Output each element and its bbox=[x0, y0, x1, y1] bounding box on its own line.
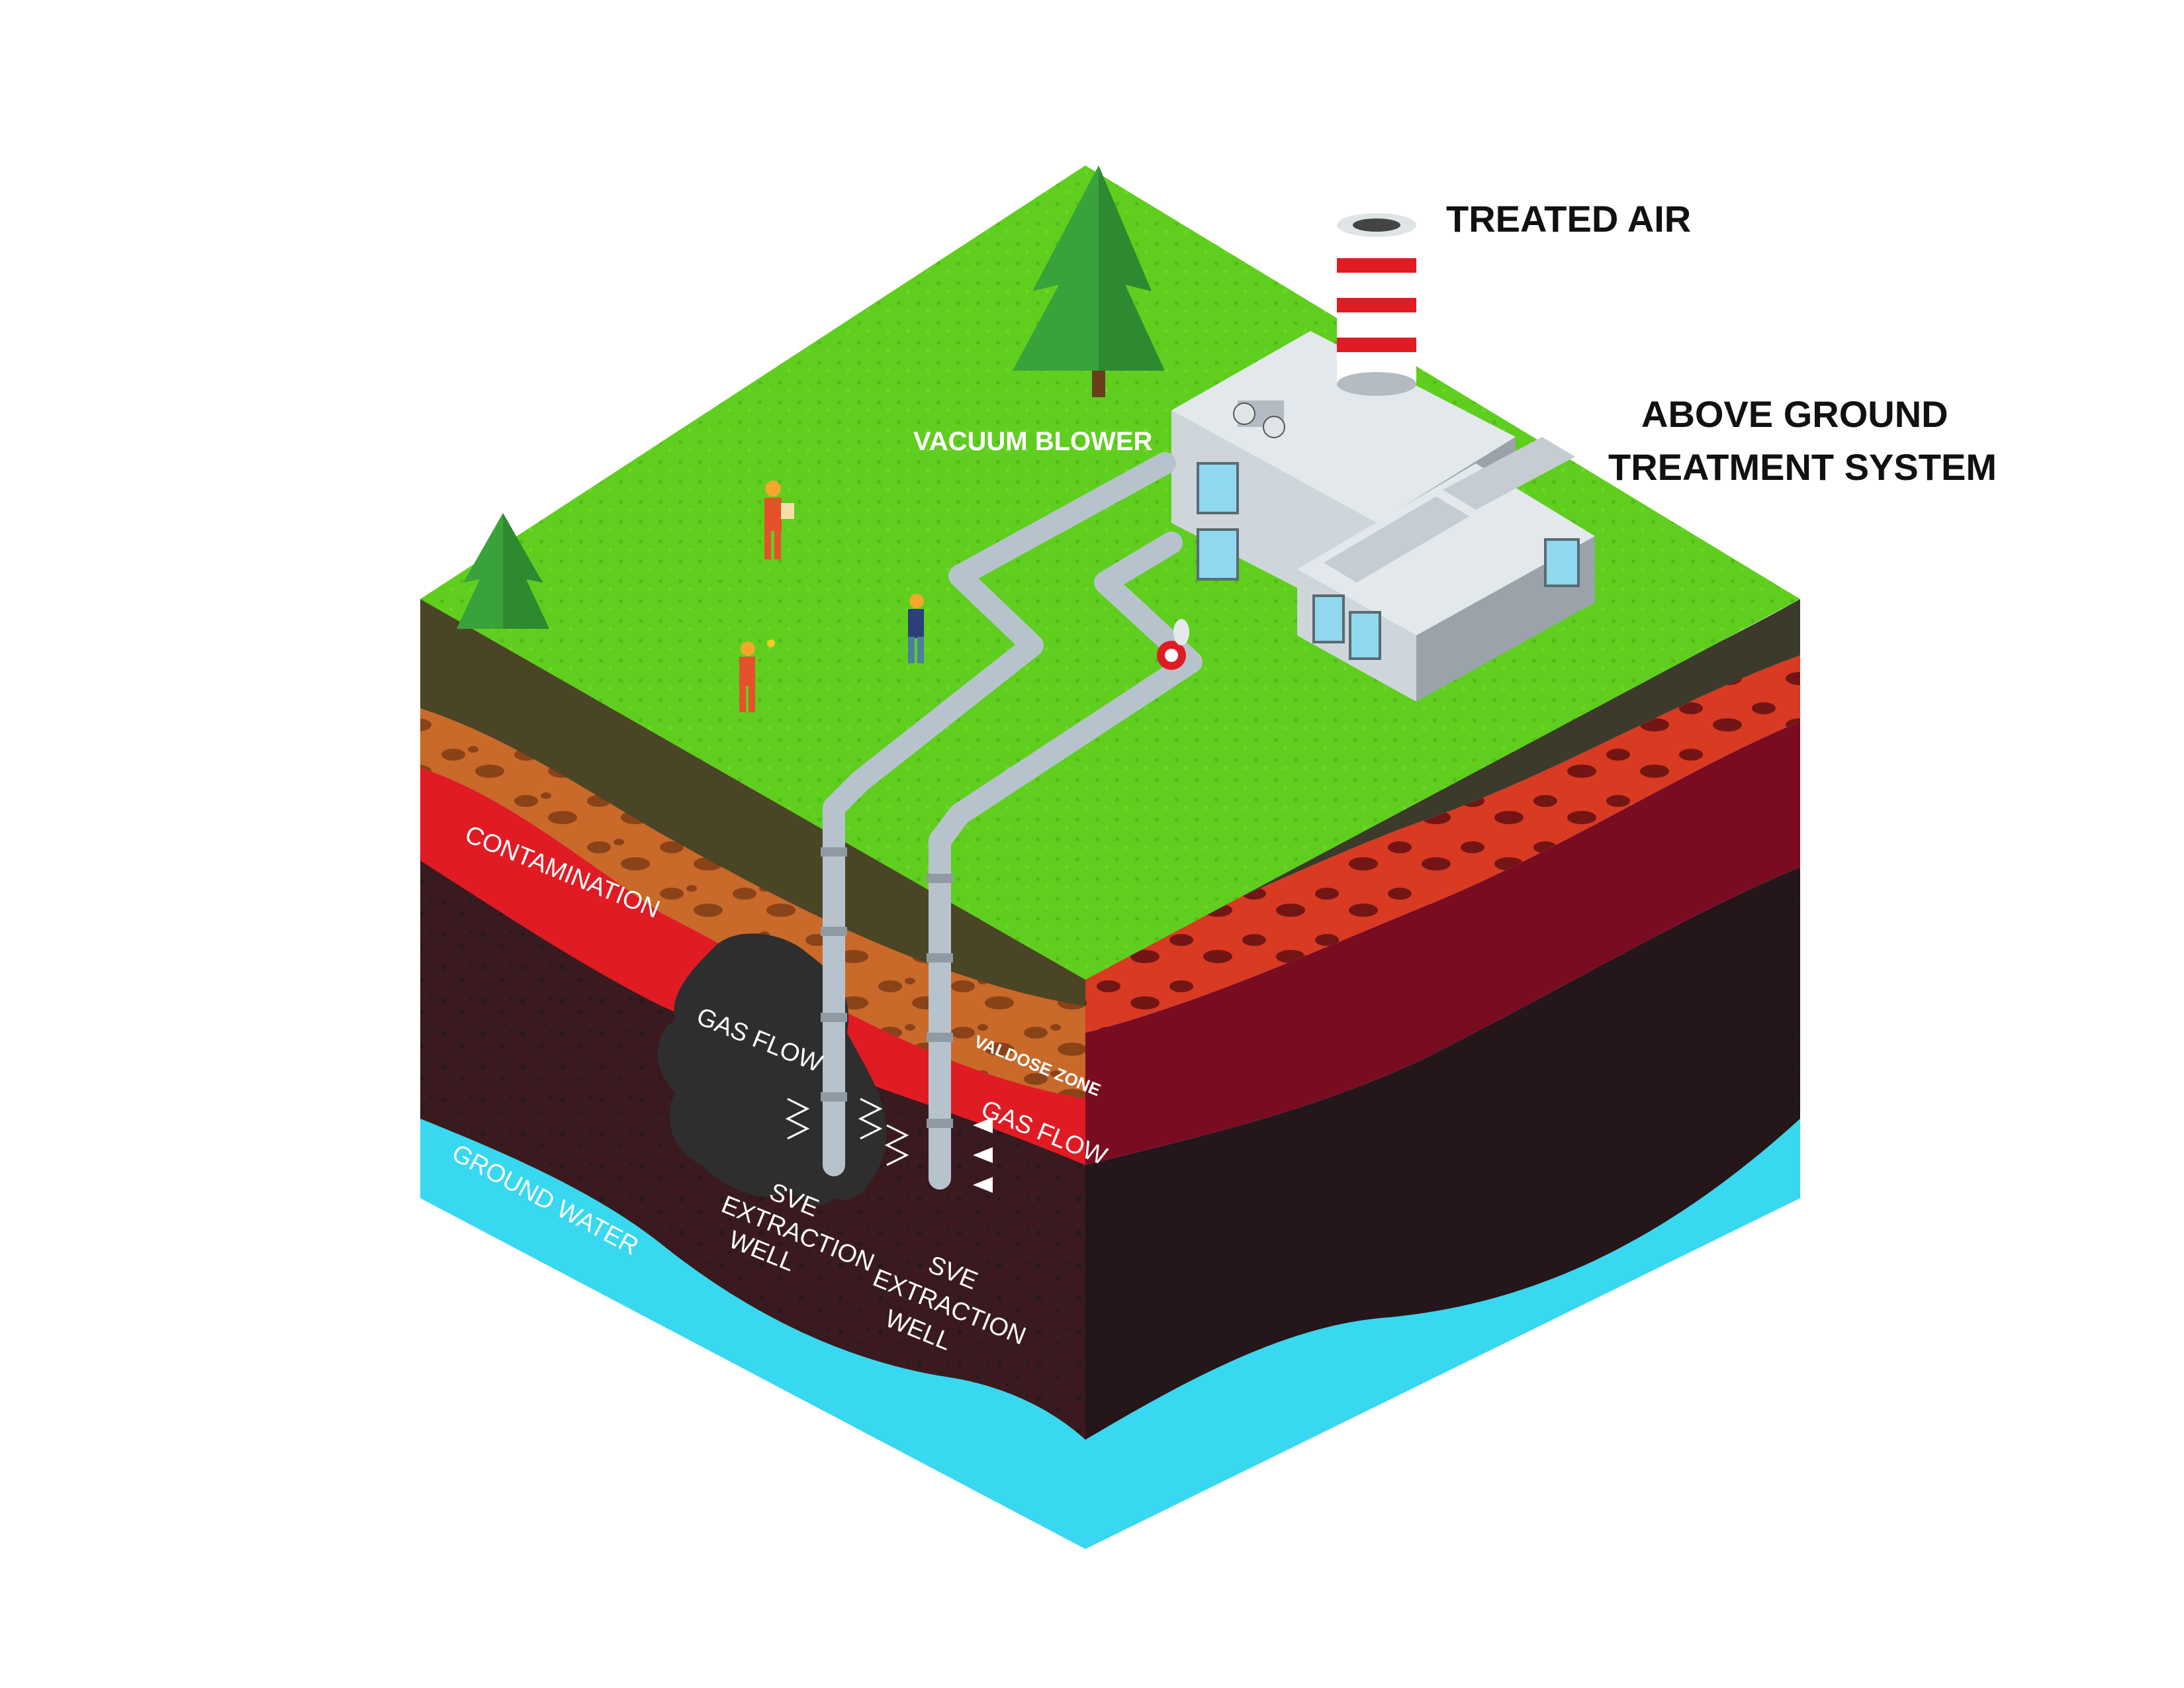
tree-small bbox=[457, 513, 549, 629]
pipe-left bbox=[823, 452, 1176, 1176]
dark-red-layer-right bbox=[1085, 722, 1800, 1165]
label-vacuum-blower: VACUUM BLOWER bbox=[913, 427, 1153, 456]
pipe-joints bbox=[821, 847, 953, 1128]
groundwater-right bbox=[1085, 1119, 1800, 1549]
worker-2 bbox=[908, 594, 924, 663]
valve-icon bbox=[1157, 619, 1189, 670]
gas-flow-arrows-left bbox=[785, 1098, 909, 1166]
gas-flow-arrows-right bbox=[973, 1117, 993, 1193]
label-above-ground-2: TREATMENT SYSTEM bbox=[1608, 446, 1997, 488]
worker-1 bbox=[764, 481, 794, 559]
label-above-ground-1: ABOVE GROUND bbox=[1641, 393, 1948, 435]
pipe-right bbox=[929, 532, 1203, 1190]
topsoil-left bbox=[420, 599, 1085, 1006]
tree-large bbox=[1013, 165, 1165, 397]
treatment-building bbox=[1171, 213, 1595, 702]
label-treated-air: TREATED AIR bbox=[1446, 198, 1691, 240]
worker-3 bbox=[739, 639, 775, 712]
groundwater-left bbox=[420, 1119, 1085, 1549]
